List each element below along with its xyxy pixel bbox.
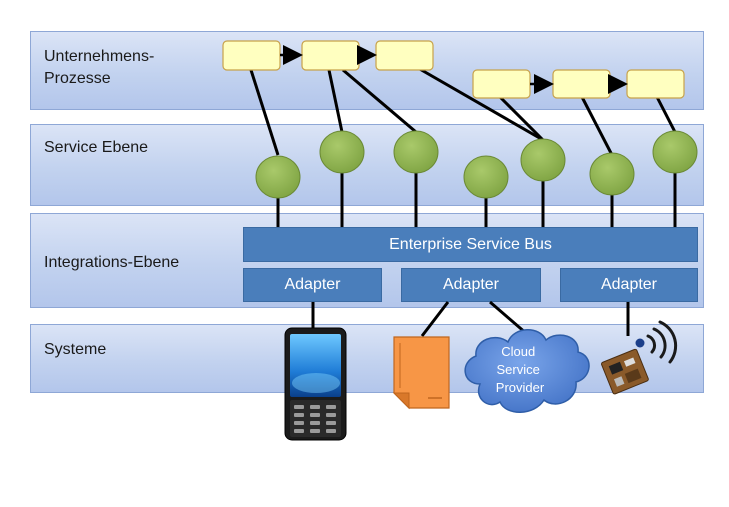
adapter-box: Adapter [401, 268, 541, 302]
process-step [552, 69, 611, 99]
service-node [393, 130, 439, 174]
service-node [463, 155, 509, 199]
service-nodes [255, 130, 698, 199]
layer-systeme: Systeme [30, 324, 704, 393]
adapter-box: Adapter [243, 268, 382, 302]
process-step [222, 40, 281, 71]
layer-label-integration: Integrations-Ebene [44, 254, 180, 271]
service-node [652, 130, 698, 174]
enterprise-service-bus: Enterprise Service Bus [243, 227, 698, 262]
cloud-label: Cloud Service Provider [496, 344, 545, 395]
sensor-board-icon [601, 338, 649, 395]
service-node [589, 152, 635, 196]
layer-label-systeme: Systeme [44, 341, 107, 358]
document-icon [392, 336, 450, 410]
layer-label-service: Service Ebene [44, 139, 149, 156]
layer-label-prozesse: Unternehmens- Prozesse [44, 48, 155, 87]
adapter-box: Adapter [560, 268, 698, 302]
service-node [520, 138, 566, 182]
connection-lines [249, 66, 677, 337]
process-step [472, 69, 531, 99]
process-step [301, 40, 360, 71]
mobile-phone-icon [284, 327, 347, 441]
service-node [255, 155, 301, 199]
cloud-icon [464, 329, 590, 413]
wireless-signal-icon [646, 320, 678, 364]
process-flow [222, 40, 685, 99]
process-step [375, 40, 434, 71]
process-step [626, 69, 685, 99]
service-node [319, 130, 365, 174]
